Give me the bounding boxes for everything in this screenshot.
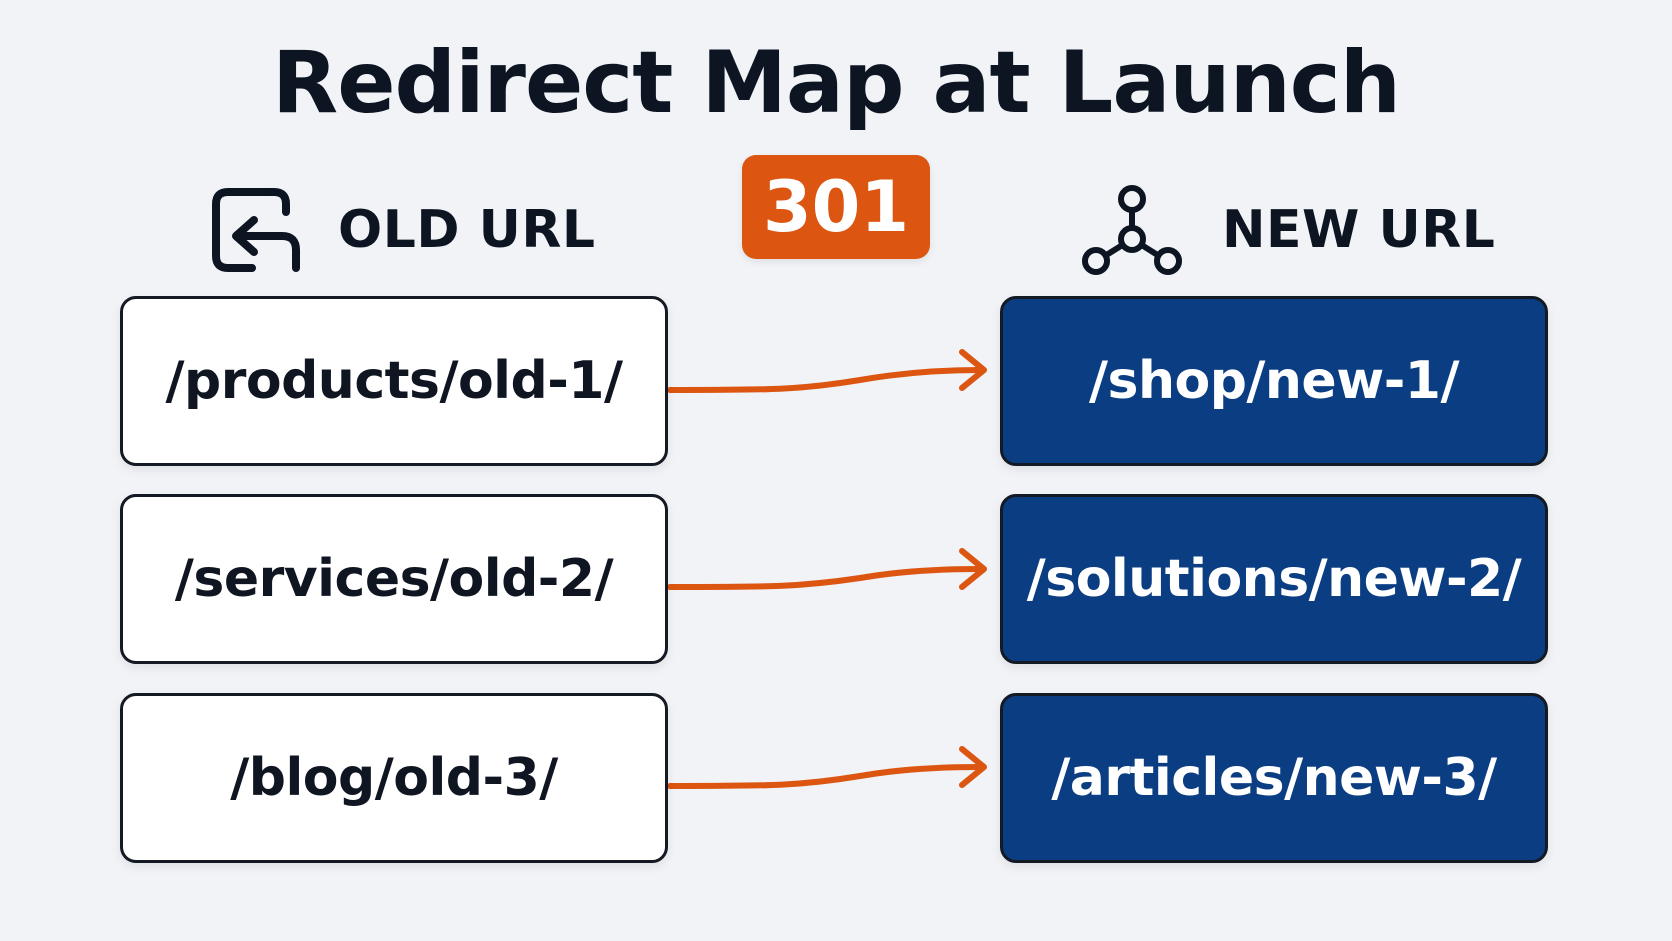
old-url-column-label: OLD URL xyxy=(338,200,596,260)
old-url-column-header: OLD URL xyxy=(208,188,596,272)
network-nodes-icon xyxy=(1080,183,1184,277)
redirect-arrow-2 xyxy=(667,548,987,590)
status-code-badge: 301 xyxy=(742,155,930,259)
new-url-column-label: NEW URL xyxy=(1222,200,1496,260)
page-title: Redirect Map at Launch xyxy=(271,33,1401,133)
redirect-arrow-1 xyxy=(667,349,987,393)
new-url-box: /articles/new-3/ xyxy=(1000,693,1548,863)
new-url-column-header: NEW URL xyxy=(1080,185,1496,275)
old-url-box: /products/old-1/ xyxy=(120,296,668,466)
old-url-box: /blog/old-3/ xyxy=(120,693,668,863)
new-url-box: /shop/new-1/ xyxy=(1000,296,1548,466)
new-url-box: /solutions/new-2/ xyxy=(1000,494,1548,664)
old-url-box: /services/old-2/ xyxy=(120,494,668,664)
redirect-arrow-3 xyxy=(667,746,987,789)
redirect-back-icon xyxy=(208,184,306,276)
